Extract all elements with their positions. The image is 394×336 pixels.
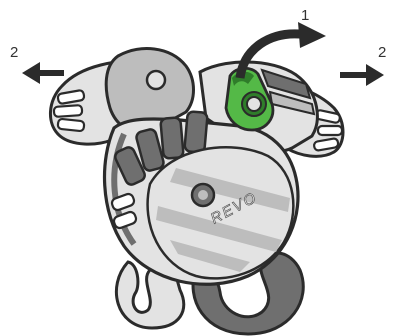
arrow-right-icon [366, 64, 384, 86]
step-label-1: 1 [301, 7, 309, 24]
step-label-2-left: 2 [10, 44, 18, 61]
left-pull-arrow [22, 62, 64, 84]
lever-pivot-icon [247, 97, 261, 111]
sector-plate: REVO [148, 147, 294, 278]
cam-pivot-icon [147, 71, 165, 89]
arrow-head-icon [298, 22, 326, 48]
right-pull-arrow [340, 64, 384, 86]
arrow-left-icon [22, 62, 40, 84]
step-label-2-right: 2 [378, 44, 386, 61]
